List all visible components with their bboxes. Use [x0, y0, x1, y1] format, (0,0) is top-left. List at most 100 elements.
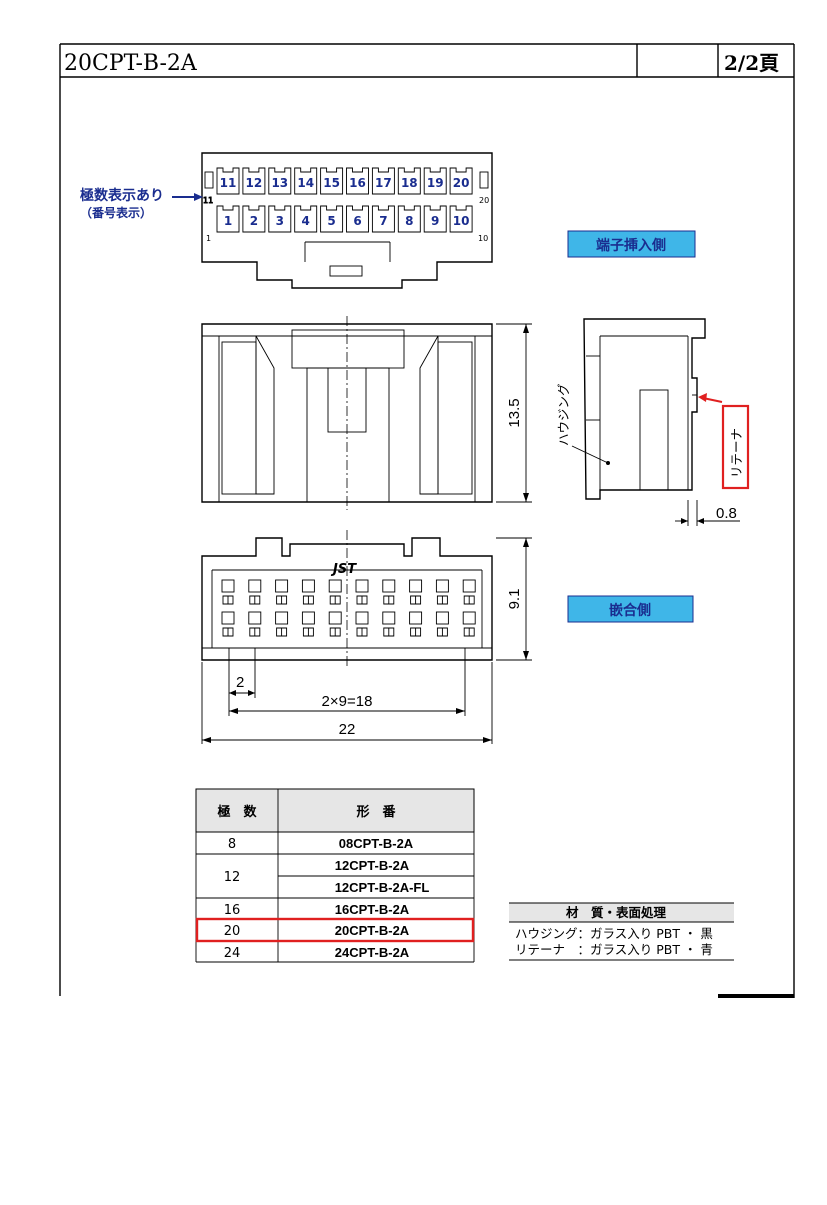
pin-number: 3: [276, 214, 284, 228]
table-row-poles: 20: [224, 924, 241, 939]
pin-number: 12: [246, 176, 263, 190]
width-dim-22: 22: [339, 721, 356, 738]
terminal-contact: [222, 627, 234, 637]
pitch-dim-2: 2: [236, 674, 244, 691]
mating-cavity: [328, 579, 342, 593]
table-row-poles: 8: [228, 837, 236, 852]
terminal-contact: [463, 595, 475, 605]
mating-cavity: [221, 579, 235, 593]
terminal-contact: [356, 627, 368, 637]
pin-number: 17: [375, 176, 392, 190]
pin-cavity: [216, 167, 240, 195]
mating-cavity: [248, 611, 262, 625]
pin-cavity: [397, 205, 421, 233]
mating-cavity: [248, 579, 262, 593]
terminal-side-text: 端子挿入側: [596, 237, 666, 254]
side-view: 0.8 ハウジング リテーナ: [556, 318, 750, 526]
pin-number: 15: [323, 176, 340, 190]
terminal-contact: [410, 595, 422, 605]
pin-number: 1: [224, 214, 232, 228]
title-block: 20CPT-B-2A 2/2頁: [59, 43, 795, 998]
table-row-part: 20CPT-B-2A: [335, 923, 410, 938]
retainer-dim-0-8: 0.8: [716, 505, 737, 522]
pin-cavity: [449, 167, 473, 195]
terminal-contact: [222, 595, 234, 605]
pin-cavity: [449, 205, 473, 233]
pin-cavity: [242, 205, 266, 233]
mating-cavity: [355, 611, 369, 625]
pin-number: 16: [349, 176, 366, 190]
mating-cavity: [328, 611, 342, 625]
mating-cavity: [355, 579, 369, 593]
mating-cavity: [435, 611, 449, 625]
mating-side-label: 嵌合側: [567, 595, 694, 623]
header-part-number: 形 番: [356, 804, 396, 820]
mating-side-text: 嵌合側: [609, 602, 651, 619]
mating-cavity: [301, 579, 315, 593]
front-view: 13.5: [201, 316, 532, 510]
material-header: 材 質・表面処理: [565, 905, 667, 920]
pin-cavity: [294, 167, 318, 195]
pin-number: 4: [302, 214, 310, 228]
table-row-part: 24CPT-B-2A: [335, 945, 410, 960]
table-row-part: 16CPT-B-2A: [335, 902, 410, 917]
pin-cavity: [423, 205, 447, 233]
material-housing: ハウジング：ガラス入り PBT ・ 黒: [515, 926, 713, 941]
mating-cavity: [382, 579, 396, 593]
pin-number: 5: [327, 214, 335, 228]
mating-cavity: [462, 611, 476, 625]
material-retainer: リテーナ ：ガラス入り PBT ・ 青: [515, 942, 713, 957]
jst-logo: JST: [330, 562, 357, 577]
pin-number: 11: [220, 176, 237, 190]
table-row-poles: 16: [224, 903, 241, 918]
mating-cavity: [409, 579, 423, 593]
pin-number: 20: [453, 176, 470, 190]
table-row-part: 08CPT-B-2A: [339, 836, 414, 851]
terminal-contact: [436, 627, 448, 637]
pin-cavity: [268, 205, 292, 233]
mating-cavity: [221, 611, 235, 625]
part-number-title: 20CPT-B-2A: [64, 51, 198, 76]
retainer-label: リテーナ: [729, 428, 744, 478]
pin-cavity: [294, 205, 318, 233]
page-number: 2/2頁: [724, 51, 779, 75]
pin-cavity: [320, 167, 344, 195]
pole-number-annotation-sub: （番号表示）: [80, 205, 152, 220]
parts-table: 極 数 形 番 8 08CPT-B-2A 12 12CPT-B-2A 12CPT…: [195, 788, 475, 963]
mating-cavity: [409, 611, 423, 625]
terminal-contact: [302, 627, 314, 637]
pin-number: 10: [453, 214, 470, 228]
mating-cavity: [275, 579, 289, 593]
span-dim-18: 2×9=18: [322, 693, 373, 710]
table-row-part: 12CPT-B-2A: [335, 858, 410, 873]
terminal-contact: [276, 595, 288, 605]
height-dim-9-1: 9.1: [506, 589, 523, 610]
terminal-contact: [410, 627, 422, 637]
pin-number: 13: [271, 176, 288, 190]
terminal-contact: [302, 595, 314, 605]
pin-number: 18: [401, 176, 418, 190]
terminal-contact: [436, 595, 448, 605]
highlight-row-20: [195, 917, 475, 943]
pin-cavity: [371, 167, 395, 195]
table-row-poles: 12: [224, 870, 241, 885]
pin-cavity: [268, 167, 292, 195]
housing-label: ハウジング: [556, 383, 571, 446]
pin-number: 19: [427, 176, 444, 190]
pin-cavity: [371, 205, 395, 233]
pin-number: 6: [353, 214, 361, 228]
pole-number-annotation: 極数表示あり: [80, 187, 164, 204]
pin-cavity: [320, 205, 344, 233]
height-dim-13-5: 13.5: [506, 398, 523, 427]
mating-view: JST 9.1 2 2×9=18 22: [201, 530, 532, 744]
terminal-contact: [463, 627, 475, 637]
header-poles: 極 数: [216, 804, 257, 820]
pin-cavity: [216, 205, 240, 233]
pin-mark-left-bottom: 1: [206, 234, 211, 243]
pin-cavity: [423, 167, 447, 195]
mating-cavity: [462, 579, 476, 593]
mating-cavity: [275, 611, 289, 625]
mating-cavity: [301, 611, 315, 625]
terminal-contact: [329, 627, 341, 637]
